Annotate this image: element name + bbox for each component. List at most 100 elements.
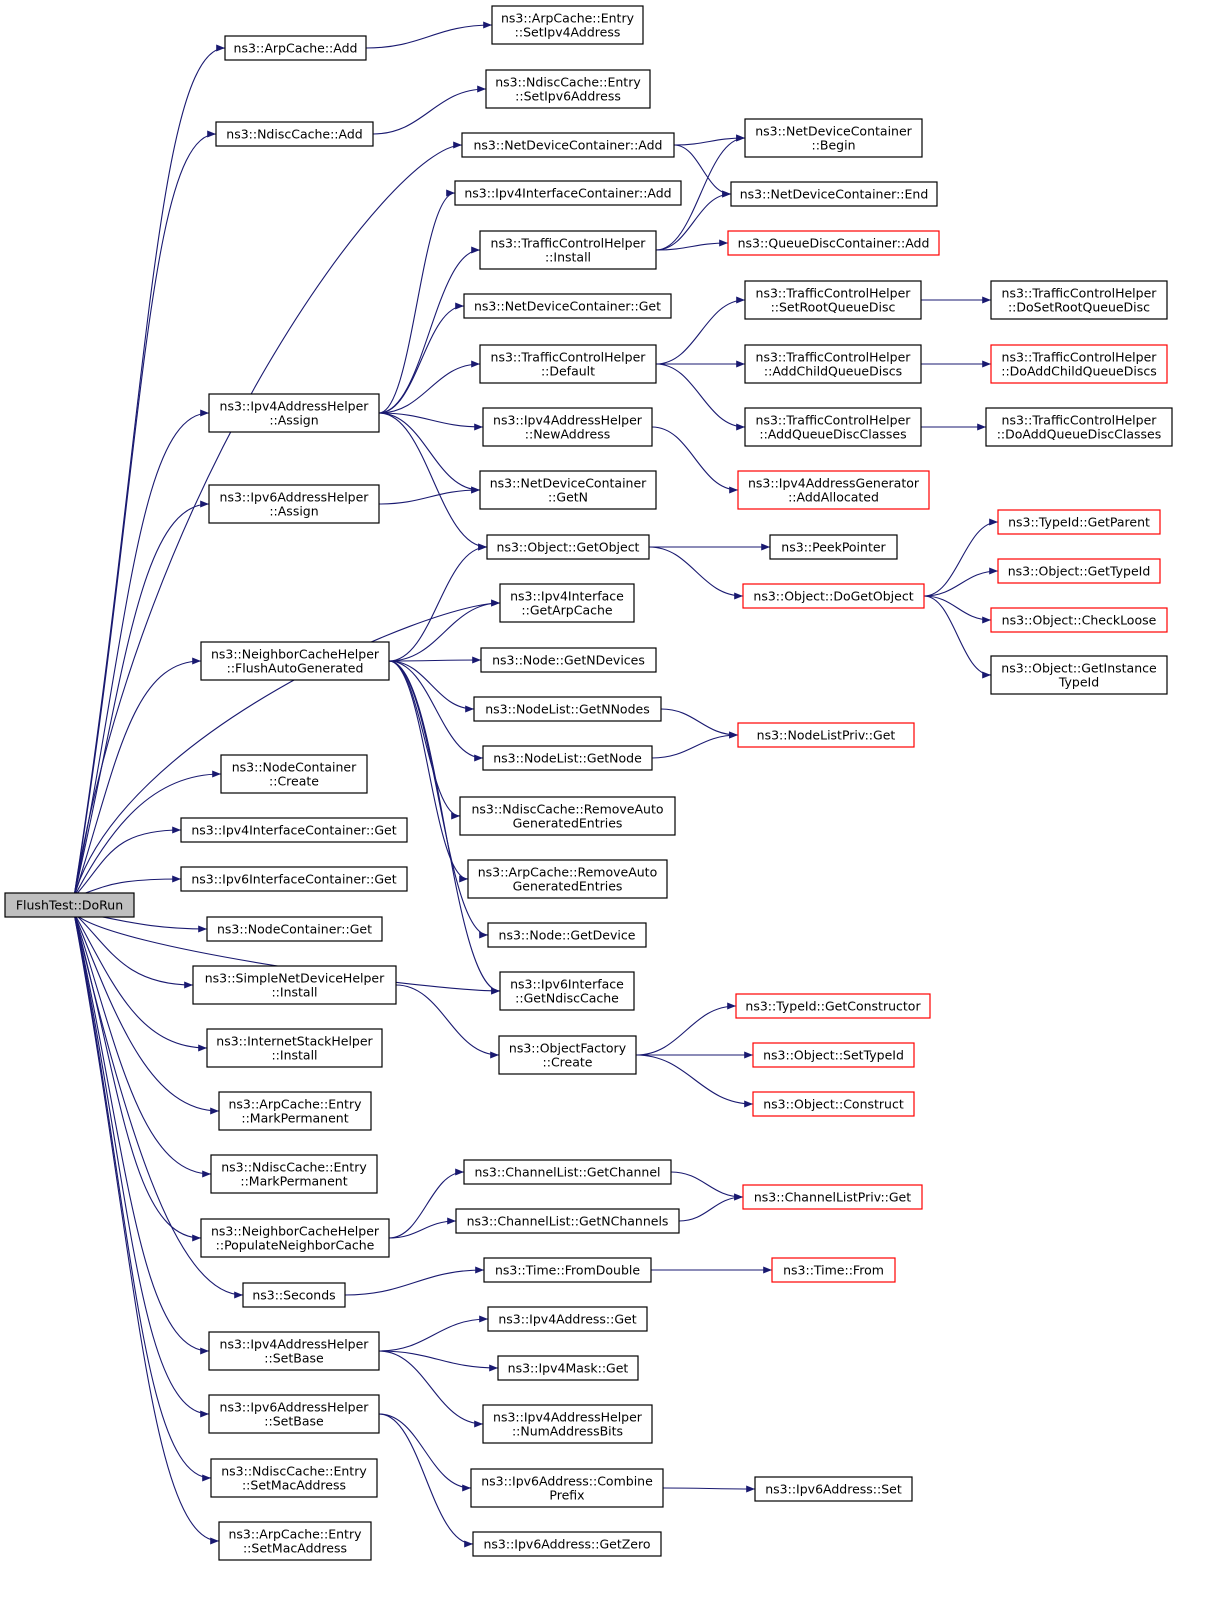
node-ipv4ic-get[interactable]: ns3::Ipv4InterfaceContainer::Get [180, 817, 408, 843]
node-label: ::SetRootQueueDisc [771, 300, 896, 315]
edge-root-to-ndc_add [73, 141, 463, 898]
node-nd-entry-markperm[interactable]: ns3::NdiscCache::Entry::MarkPermanent [210, 1154, 378, 1194]
node-label: ns3::NodeContainer [232, 760, 357, 775]
node-tch-dosetroot[interactable]: ns3::TrafficControlHelper::DoSetRootQueu… [990, 280, 1168, 320]
edge-tch_install-to-qdc_add [655, 239, 729, 251]
node-box [499, 971, 635, 1011]
node-box [180, 866, 408, 892]
node-ipv6if-getnd[interactable]: ns3::Ipv6Interface::GetNdiscCache [499, 971, 635, 1011]
node-tch-setroot[interactable]: ns3::TrafficControlHelper::SetRootQueueD… [744, 280, 922, 320]
node-box [482, 1404, 653, 1444]
node-typeid-getctor[interactable]: ns3::TypeId::GetConstructor [735, 993, 931, 1019]
node-obj-getobject[interactable]: ns3::Object::GetObject [486, 534, 650, 560]
node-obj-settypeid[interactable]: ns3::Object::SetTypeId [752, 1042, 915, 1068]
node-ipv6addr-set[interactable]: ns3::Ipv6Address::Set [754, 1476, 913, 1502]
node-root[interactable]: FlushTest::DoRun [4, 892, 135, 918]
node-nc-get[interactable]: ns3::NodeContainer::Get [206, 916, 383, 942]
node-tch-addqdclasses[interactable]: ns3::TrafficControlHelper::AddQueueDiscC… [744, 407, 922, 447]
edge-root-to-ipv6ah_assign [73, 500, 210, 898]
node-label: ns3::NodeList::GetNNodes [485, 702, 649, 717]
node-tch-doaddqdclasses[interactable]: ns3::TrafficControlHelper::DoAddQueueDis… [985, 407, 1173, 447]
node-peekpointer[interactable]: ns3::PeekPointer [769, 534, 898, 560]
node-nd-add[interactable]: ns3::NdiscCache::Add [215, 121, 374, 147]
node-label: ns3::ArpCache::Entry [229, 1527, 363, 1542]
node-sndh-install[interactable]: ns3::SimpleNetDeviceHelper::Install [192, 965, 397, 1005]
node-arp-entry-setmac[interactable]: ns3::ArpCache::Entry::SetMacAddress [218, 1521, 372, 1561]
edge-ipv6ah_setbase-to-ipv6addr_getzero [378, 1413, 474, 1548]
node-label: ns3::Object::DoGetObject [753, 589, 913, 604]
node-nd-entry-setmac[interactable]: ns3::NdiscCache::Entry::SetMacAddress [210, 1458, 378, 1498]
node-label: ::GetArpCache [521, 603, 613, 618]
node-label: ::SetBase [264, 1414, 324, 1429]
node-ipv6ah-assign[interactable]: ns3::Ipv6AddressHelper::Assign [208, 484, 380, 524]
node-label: ns3::TrafficControlHelper [1002, 350, 1158, 365]
node-chl-getchannel[interactable]: ns3::ChannelList::GetChannel [463, 1159, 672, 1185]
node-chlpriv-get[interactable]: ns3::ChannelListPriv::Get [742, 1184, 923, 1210]
node-nodelistpriv-get[interactable]: ns3::NodeListPriv::Get [737, 722, 915, 748]
node-arp-entry-markperm[interactable]: ns3::ArpCache::Entry::MarkPermanent [218, 1091, 372, 1131]
node-tch-install[interactable]: ns3::TrafficControlHelper::Install [479, 230, 657, 270]
node-chl-getnchannels[interactable]: ns3::ChannelList::GetNChannels [455, 1208, 680, 1234]
node-of-create[interactable]: ns3::ObjectFactory::Create [498, 1035, 637, 1075]
node-nc-create[interactable]: ns3::NodeContainer::Create [220, 754, 368, 794]
node-obj-checkloose[interactable]: ns3::Object::CheckLoose [990, 607, 1168, 633]
node-arp-add[interactable]: ns3::ArpCache::Add [224, 35, 367, 61]
edge-root-to-ipv6if_getnd [73, 912, 501, 995]
node-label: ns3::ArpCache::RemoveAuto [478, 865, 657, 880]
node-tch-default[interactable]: ns3::TrafficControlHelper::Default [479, 344, 657, 384]
node-time-fromdouble[interactable]: ns3::Time::FromDouble [483, 1257, 652, 1283]
node-label: ::SetBase [264, 1351, 324, 1366]
node-obj-dogetobject[interactable]: ns3::Object::DoGetObject [742, 583, 925, 609]
node-label: ns3::Ipv6Address::Combine [481, 1474, 653, 1489]
node-nodelist-getnode[interactable]: ns3::NodeList::GetNode [482, 745, 653, 771]
node-node-getdevice[interactable]: ns3::Node::GetDevice [487, 922, 647, 948]
node-label: Prefix [549, 1488, 584, 1503]
node-obj-gettypeid[interactable]: ns3::Object::GetTypeId [997, 558, 1161, 584]
node-ndc-end[interactable]: ns3::NetDeviceContainer::End [730, 181, 938, 207]
node-qdc-add[interactable]: ns3::QueueDiscContainer::Add [727, 230, 940, 256]
node-ipv4mask-get[interactable]: ns3::Ipv4Mask::Get [497, 1355, 639, 1381]
node-nd-entry-setip[interactable]: ns3::NdiscCache::Entry::SetIpv6Address [485, 69, 651, 109]
node-label: ns3::ArpCache::Entry [501, 11, 635, 26]
node-tch-addchild[interactable]: ns3::TrafficControlHelper::AddChildQueue… [744, 344, 922, 384]
node-obj-construct[interactable]: ns3::Object::Construct [752, 1091, 915, 1117]
node-label: ns3::TrafficControlHelper [756, 286, 912, 301]
node-node-getndev[interactable]: ns3::Node::GetNDevices [480, 647, 657, 673]
node-ndc-get[interactable]: ns3::NetDeviceContainer::Get [463, 293, 672, 319]
node-nodelist-getnnodes[interactable]: ns3::NodeList::GetNNodes [473, 696, 662, 722]
node-seconds[interactable]: ns3::Seconds [242, 1282, 346, 1308]
node-nch-flush[interactable]: ns3::NeighborCacheHelper::FlushAutoGener… [200, 641, 390, 681]
node-ndc-add[interactable]: ns3::NetDeviceContainer::Add [461, 132, 675, 158]
edge-root-to-nd_entry_setmac [73, 912, 212, 1482]
node-ipv4ah-assign[interactable]: ns3::Ipv4AddressHelper::Assign [208, 393, 380, 433]
node-ipv4addr-get[interactable]: ns3::Ipv4Address::Get [487, 1306, 648, 1332]
node-arp-entry-setip[interactable]: ns3::ArpCache::Entry::SetIpv4Address [491, 5, 644, 45]
node-tch-doaddchild[interactable]: ns3::TrafficControlHelper::DoAddChildQue… [990, 344, 1168, 384]
edge-obj_getobject-to-obj_dogetobject [648, 546, 744, 600]
node-label: ::Create [269, 774, 319, 789]
node-nd-removeauto[interactable]: ns3::NdiscCache::RemoveAutoGeneratedEntr… [459, 796, 676, 836]
node-ipv6addr-getzero[interactable]: ns3::Ipv6Address::GetZero [472, 1531, 662, 1557]
node-ipv4ic-add[interactable]: ns3::Ipv4InterfaceContainer::Add [454, 180, 682, 206]
node-arp-removeauto[interactable]: ns3::ArpCache::RemoveAutoGeneratedEntrie… [467, 859, 668, 899]
node-ipv6ic-get[interactable]: ns3::Ipv6InterfaceContainer::Get [180, 866, 408, 892]
node-ipv4ah-newaddr[interactable]: ns3::Ipv4AddressHelper::NewAddress [482, 407, 653, 447]
node-ipv4ag-addalloc[interactable]: ns3::Ipv4AddressGenerator::AddAllocated [737, 470, 930, 510]
node-ish-install[interactable]: ns3::InternetStackHelper::Install [206, 1028, 383, 1068]
node-ipv6ah-setbase[interactable]: ns3::Ipv6AddressHelper::SetBase [208, 1394, 380, 1434]
node-box [990, 280, 1168, 320]
node-ndc-getn[interactable]: ns3::NetDeviceContainer::GetN [479, 470, 657, 510]
node-ipv4ah-setbase[interactable]: ns3::Ipv4AddressHelper::SetBase [208, 1331, 380, 1371]
node-nch-populate[interactable]: ns3::NeighborCacheHelper::PopulateNeighb… [200, 1218, 390, 1258]
edge-chl_getchannel-to-chlpriv_get [670, 1171, 744, 1201]
node-label: ::SetIpv6Address [515, 89, 621, 104]
node-time-from[interactable]: ns3::Time::From [771, 1257, 896, 1283]
node-ipv4if-getarp[interactable]: ns3::Ipv4Interface::GetArpCache [499, 583, 635, 623]
node-ipv4ah-numaddrbits[interactable]: ns3::Ipv4AddressHelper::NumAddressBits [482, 1404, 653, 1444]
node-typeid-getparent[interactable]: ns3::TypeId::GetParent [997, 509, 1161, 535]
node-ndc-begin[interactable]: ns3::NetDeviceContainer::Begin [744, 118, 923, 158]
edge-ipv4ah_assign-to-ndc_getn [378, 412, 481, 494]
